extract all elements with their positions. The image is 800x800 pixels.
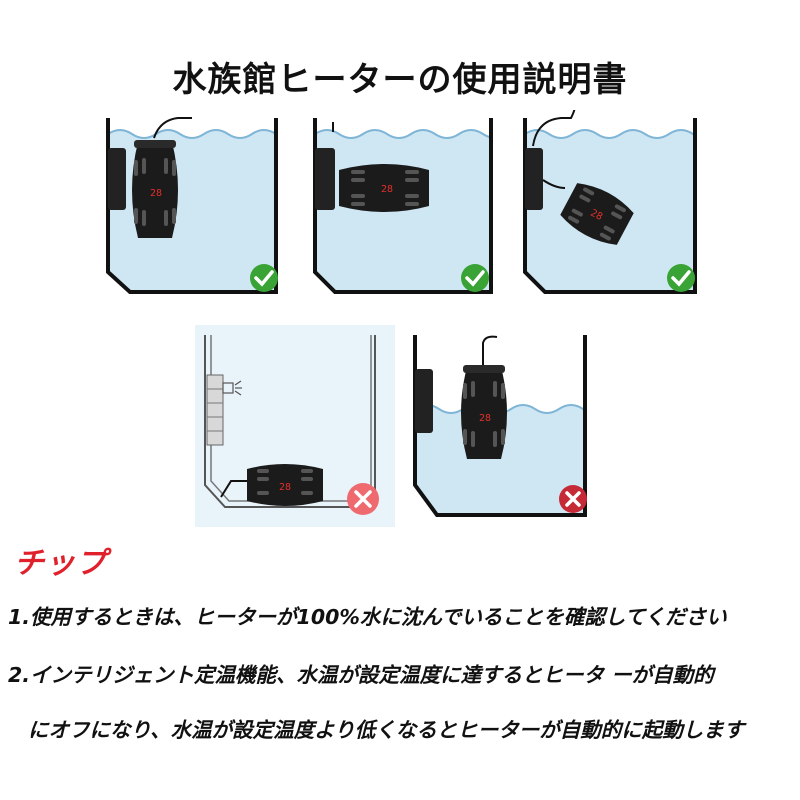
diagram-vertical-placement: 28 [106, 117, 278, 294]
check-mark-icon [250, 264, 278, 292]
heater-display: 28 [279, 482, 291, 493]
diagram-tilted-placement: 28 [523, 110, 697, 294]
heater-device: 28 [461, 365, 507, 459]
diagram-horizontal-placement: 28 [313, 118, 493, 294]
heater-display: 28 [150, 188, 162, 199]
tip-line-1: 1.使用するときは、ヒーターが100%水に沈んでいることを確認してください [8, 605, 727, 629]
heater-device: 28 [132, 140, 178, 238]
heater-display: 28 [381, 184, 393, 195]
heater-display: 28 [588, 208, 604, 223]
tip-line-2: 2.インテリジェント定温機能、水温が設定温度に達するとヒータ ーが自動的 [8, 663, 714, 687]
tips-heading: チップ [14, 546, 107, 581]
heater-display: 28 [479, 413, 491, 424]
diagram-not-submerged-wrong: 28 [413, 335, 587, 517]
cross-mark-icon [347, 483, 379, 515]
cross-mark-icon [559, 485, 587, 513]
heater-device: 28 [247, 464, 323, 506]
page-title: 水族館ヒーターの使用説明書 [172, 60, 628, 100]
heater-device: 28 [339, 164, 429, 212]
check-mark-icon [667, 264, 695, 292]
tip-line-3: にオフになり、水温が設定温度より低くなるとヒーターが自動的に起動します [28, 718, 745, 742]
diagram-bottom-placement-wrong: 28 [195, 325, 395, 527]
heater-device: 28 [560, 183, 634, 245]
check-mark-icon [461, 264, 489, 292]
